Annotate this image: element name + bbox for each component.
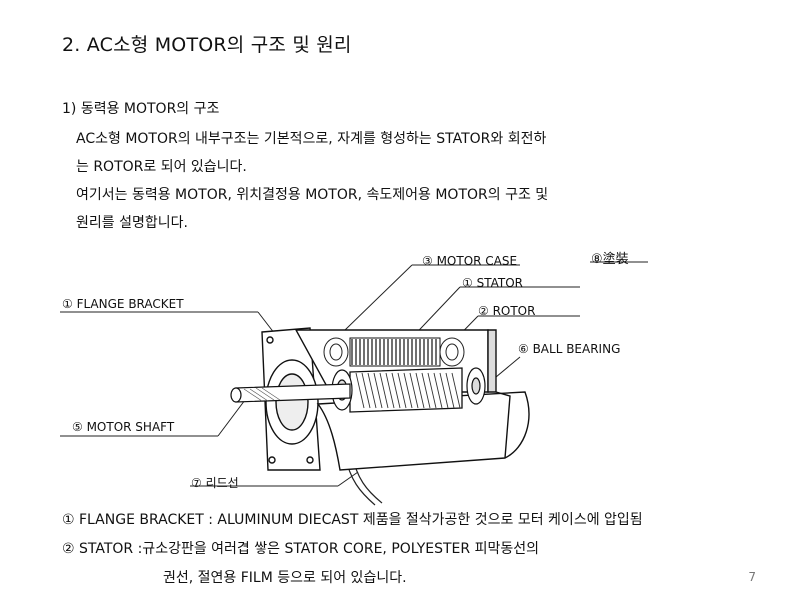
rotor-bar — [427, 372, 437, 409]
rotor-bar — [361, 372, 371, 409]
paragraph-line: 여기서는 동력용 MOTOR, 위치결정용 MOTOR, 속도제어용 MOTOR… — [76, 187, 549, 203]
rotor-bar — [433, 372, 443, 409]
rotor-bar — [409, 372, 419, 409]
label-flange-bracket: ① FLANGE BRACKET — [62, 297, 184, 311]
label-rotor: ② ROTOR — [478, 304, 536, 318]
rotor-body — [349, 367, 463, 413]
paragraph-line: AC소형 MOTOR의 내부구조는 기본적으로, 자계를 형성하는 STATOR… — [76, 131, 547, 147]
rotor-bar — [403, 372, 413, 409]
paragraph-scope: 여기서는 동력용 MOTOR, 위치결정용 MOTOR, 속도제어용 MOTOR… — [76, 181, 548, 237]
rotor-bar — [391, 372, 401, 409]
label-stator: ① STATOR — [462, 276, 523, 290]
rotor-bar — [439, 372, 449, 409]
page-number: 7 — [748, 570, 756, 584]
rotor-bar — [373, 372, 383, 409]
label-coating: ⑧塗裝 — [591, 252, 629, 267]
paragraph-line: 는 ROTOR로 되어 있습니다. — [76, 159, 247, 175]
paragraph-structure: AC소형 MOTOR의 내부구조는 기본적으로, 자계를 형성하는 STATOR… — [76, 125, 546, 181]
stator-core — [351, 339, 437, 365]
motor-shaft-body — [230, 383, 351, 403]
rotor-bar — [385, 372, 395, 409]
footnote-stator: ② STATOR :규소강판을 여러겹 쌓은 STATOR CORE, POLY… — [62, 541, 539, 557]
rotor-bar — [421, 372, 431, 409]
label-ball-bearing: ⑥ BALL BEARING — [518, 342, 621, 356]
page-title: 2. AC소형 MOTOR의 구조 및 원리 — [62, 34, 352, 56]
leader-line-motor-case — [344, 264, 413, 331]
rotor-bar — [397, 372, 407, 409]
footnote-stator-cont: 권선, 절연용 FILM 등으로 되어 있습니다. — [163, 570, 407, 586]
rotor-bar — [367, 372, 377, 409]
paragraph-line: 원리를 설명합니다. — [76, 215, 188, 231]
stator-coils — [323, 337, 465, 367]
label-lead-wire: ⑦ 리드선 — [191, 476, 239, 490]
rotor-bar — [415, 372, 425, 409]
label-motor-case: ③ MOTOR CASE — [422, 254, 518, 268]
label-motor-shaft: ⑤ MOTOR SHAFT — [72, 420, 175, 434]
rotor-bars — [355, 372, 461, 409]
rotor-bar — [379, 372, 389, 409]
section-heading: 1) 동력용 MOTOR의 구조 — [62, 101, 220, 117]
rotor-bar — [445, 372, 455, 409]
footnote-flange: ① FLANGE BRACKET : ALUMINUM DIECAST 제품을 … — [62, 512, 643, 528]
rotor-bar — [355, 372, 365, 409]
rotor-bar — [451, 372, 461, 409]
